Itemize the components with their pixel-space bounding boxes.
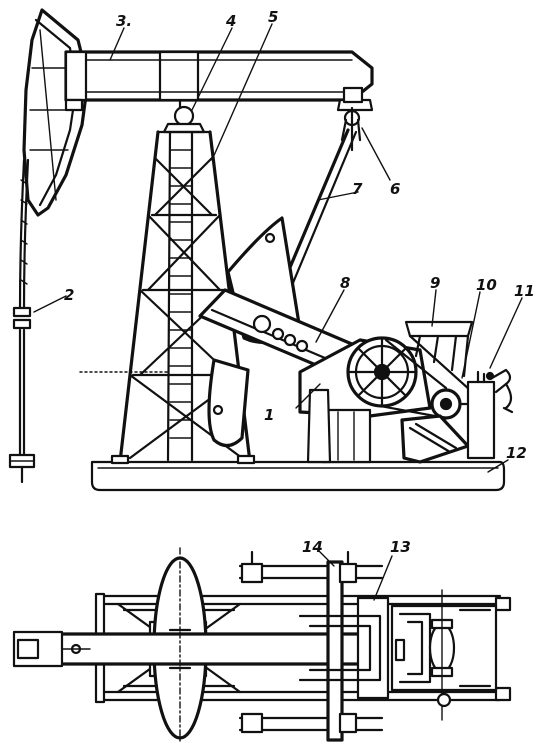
belt-guard <box>404 320 474 392</box>
walking-beam <box>64 50 374 112</box>
callout-14: 14 <box>302 538 323 556</box>
callout-9: 9 <box>430 274 440 292</box>
top-view <box>12 547 512 744</box>
callout-13: 13 <box>390 538 411 556</box>
motor <box>400 368 514 464</box>
callout-2: 2 <box>64 286 74 304</box>
callout-6: 6 <box>390 180 400 198</box>
callout-3: 3. <box>116 12 132 30</box>
callout-7: 7 <box>352 180 363 198</box>
callout-4: 4 <box>225 12 236 30</box>
callout-12: 12 <box>506 444 527 462</box>
callout-11: 11 <box>514 282 535 300</box>
callout-1: 1 <box>264 406 274 424</box>
center-bearing <box>162 105 206 134</box>
callout-labels: 1 2 3. 4 5 6 7 8 9 10 11 12 13 14 <box>64 8 535 556</box>
polished-rod <box>8 158 36 484</box>
crank-wheel <box>346 336 418 408</box>
callout-5: 5 <box>268 8 278 26</box>
equalizer-bearing <box>336 86 374 152</box>
leader-lines <box>33 23 523 473</box>
base-frame <box>90 460 506 492</box>
motor-pulley <box>430 388 472 420</box>
horsehead <box>22 8 90 217</box>
callout-10: 10 <box>476 276 497 294</box>
callout-8: 8 <box>340 274 350 292</box>
side-view <box>8 8 523 492</box>
